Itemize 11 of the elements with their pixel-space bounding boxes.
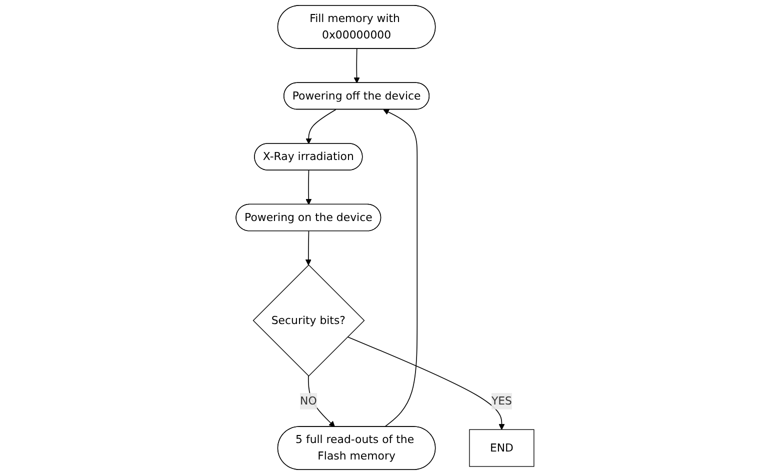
node-diamond: Security bits?	[252, 264, 365, 376]
arrow	[306, 170, 312, 205]
node-box: END	[469, 429, 534, 467]
arrow	[383, 109, 418, 428]
edge-label: NO	[300, 394, 317, 408]
arrow	[305, 230, 312, 266]
arrow	[354, 48, 360, 84]
arrow	[347, 336, 505, 430]
edge-label: YES	[491, 394, 512, 408]
arrow	[306, 109, 336, 144]
arrow	[308, 376, 336, 428]
